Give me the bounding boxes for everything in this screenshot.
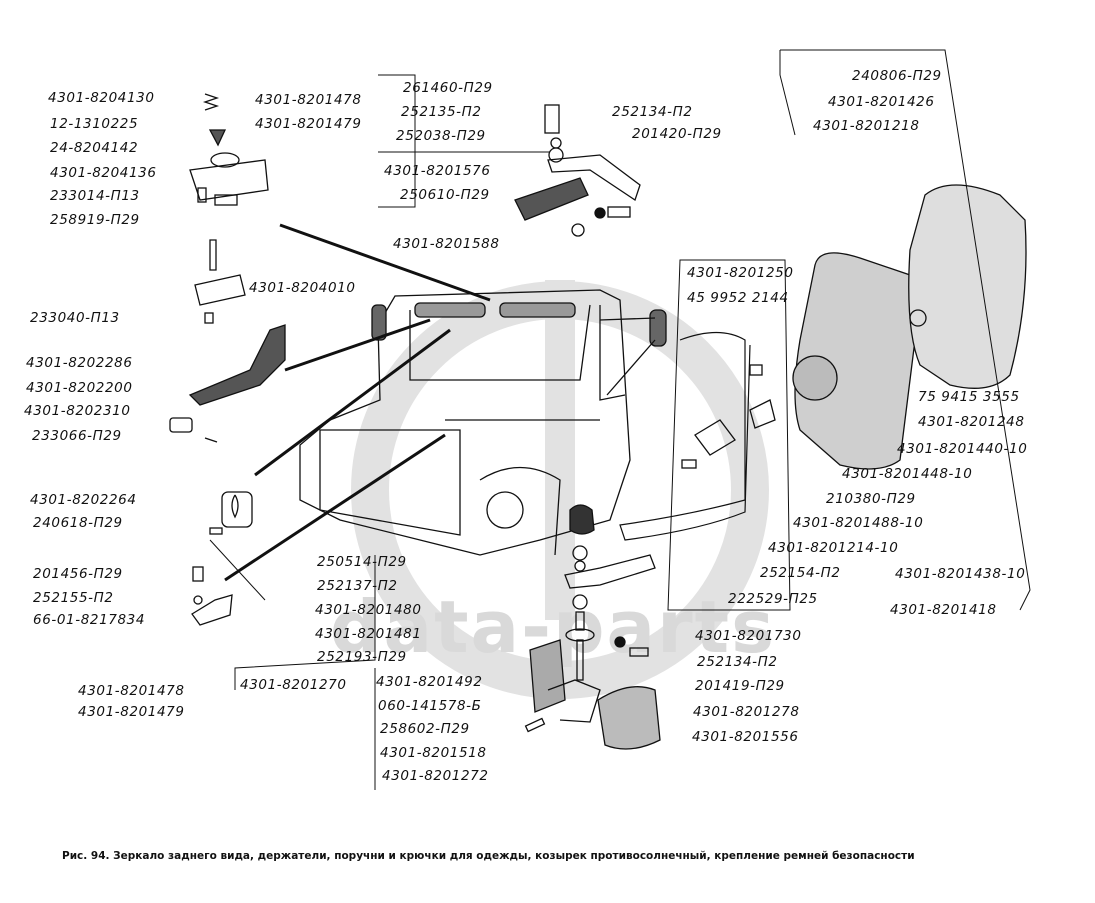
sun-visor-right [499,302,576,318]
part-label: 4301-8201248 [918,414,1025,430]
part-label: 4301-8201488-10 [793,515,924,531]
part-label: 4301-8201576 [384,163,491,179]
part-label: 201419-П29 [695,678,785,694]
part-label: 4301-8201479 [255,116,362,132]
figure-caption: Рис. 94. Зеркало заднего вида, держатели… [62,850,915,862]
part-label: 252155-П2 [33,590,114,606]
part-label: 4301-8204136 [50,165,157,181]
part-label: 4301-8201556 [692,729,799,745]
part-label: 66-01-8217834 [33,612,146,628]
part-label: 4301-8201478 [255,92,362,108]
part-label: 258602-П29 [380,721,470,737]
part-label: 4301-8202264 [30,492,137,508]
part-label: 12-1310225 [50,116,139,132]
part-label: 4301-8201480 [315,602,422,618]
part-label: 060-141578-Б [378,698,482,714]
part-label: 261460-П29 [403,80,493,96]
part-label: 4301-8201278 [693,704,800,720]
part-label: 252134-П2 [612,104,693,120]
part-label: 4301-8201588 [393,236,500,252]
part-label: 4301-8204130 [48,90,155,106]
part-label: 258919-П29 [50,212,140,228]
part-label: 252154-П2 [760,565,841,581]
part-label: 24-8204142 [50,140,139,156]
part-label: 4301-8201214-10 [768,540,899,556]
part-label: 4301-8201730 [695,628,802,644]
part-label: 4301-8201492 [376,674,483,690]
part-label: 252038-П29 [396,128,486,144]
part-label: 4301-8201426 [828,94,935,110]
part-label: 4301-8201440-10 [897,441,1028,457]
part-label: 252135-П2 [401,104,482,120]
part-label: 252137-П2 [317,578,398,594]
part-label: 75 9415 3555 [918,389,1020,405]
part-label: 201420-П29 [632,126,722,142]
part-label: 4301-8201478 [78,683,185,699]
part-label: 252134-П2 [697,654,778,670]
part-label: 4301-8201218 [813,118,920,134]
part-label: 4301-8201481 [315,626,422,642]
sun-visor-left [414,302,486,318]
part-label: 4301-8201418 [890,602,997,618]
part-label: 4301-8201518 [380,745,487,761]
part-label: 250514-П29 [317,554,407,570]
part-label: 240806-П29 [852,68,942,84]
part-label: 233014-П13 [50,188,140,204]
part-label: 4301-8201270 [240,677,347,693]
part-label: 4301-8201479 [78,704,185,720]
part-label: 4301-8201448-10 [842,466,973,482]
part-label: 240618-П29 [33,515,123,531]
part-label: 250610-П29 [400,187,490,203]
part-label: 4301-8202286 [26,355,133,371]
part-label: 45 9952 2144 [687,290,789,306]
part-label: 4301-8201272 [382,768,489,784]
part-label: 233066-П29 [32,428,122,444]
part-label: 4301-8201250 [687,265,794,281]
part-label: 233040-П13 [30,310,120,326]
mirror-back [794,252,920,470]
part-label: 4301-8201438-10 [895,566,1026,582]
part-label: 210380-П29 [826,491,916,507]
mirror-glass [908,184,1027,389]
part-label: 4301-8202200 [26,380,133,396]
part-label: 252193-П29 [317,649,407,665]
part-label: 4301-8202310 [24,403,131,419]
part-label: 4301-8204010 [249,280,356,296]
part-label: 201456-П29 [33,566,123,582]
part-label: 222529-П25 [728,591,818,607]
